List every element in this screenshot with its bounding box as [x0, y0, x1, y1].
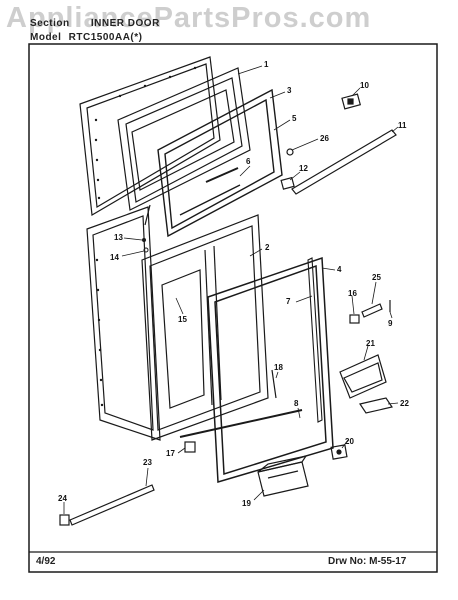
- upper-inner-liner: [117, 67, 251, 211]
- callout-8: 8: [294, 399, 299, 408]
- model-label: Model RTC1500AA(*): [30, 32, 142, 43]
- callout-22: 22: [400, 399, 409, 408]
- callout-2: 2: [265, 243, 270, 252]
- callout-14: 14: [110, 253, 119, 262]
- callout-labels: 1 2 3 4 5 6 7 8 9 10 11 12 13 14 15 16 1…: [58, 60, 409, 508]
- model-label-text: Model: [30, 32, 62, 43]
- part-17-clip: [184, 441, 196, 453]
- callout-10: 10: [360, 81, 369, 90]
- callout-9: 9: [388, 319, 393, 328]
- callout-17: 17: [166, 449, 175, 458]
- model-value: RTC1500AA(*): [68, 32, 143, 43]
- section-value: INNER DOOR: [90, 18, 160, 29]
- lower-inner-liner: [141, 214, 269, 441]
- watermark: AppliancePartsPros.com: [6, 2, 372, 34]
- callout-7: 7: [286, 297, 291, 306]
- lower-outer-panel: [86, 206, 161, 441]
- lower-door-gasket: [207, 256, 334, 483]
- part-25-trim: [361, 303, 383, 318]
- callout-13: 13: [114, 233, 123, 242]
- part-21-shelf: [339, 354, 387, 399]
- callout-1: 1: [264, 60, 269, 69]
- part-19-bin: [257, 455, 309, 497]
- callout-25: 25: [372, 273, 381, 282]
- callout-12: 12: [299, 164, 308, 173]
- part-16-cap: [349, 314, 360, 324]
- callout-24: 24: [58, 494, 67, 503]
- callout-3: 3: [287, 86, 292, 95]
- section-label-text: Section: [30, 18, 70, 29]
- callout-18: 18: [274, 363, 283, 372]
- callout-23: 23: [143, 458, 152, 467]
- callout-6: 6: [246, 157, 251, 166]
- part-22-bracket: [359, 397, 393, 414]
- part-26-screw: [286, 148, 294, 156]
- part-20-hinge: [330, 444, 348, 460]
- part-12-clip: [280, 176, 295, 190]
- footer-date: 4/92: [36, 556, 56, 567]
- part-24-cap: [59, 514, 70, 526]
- leader-lines: [63, 65, 399, 514]
- callout-11: 11: [398, 121, 407, 130]
- callout-21: 21: [366, 339, 375, 348]
- footer-drawing-number: Drw No: M-55-17: [328, 556, 407, 567]
- part-10-bracket: [341, 93, 362, 110]
- callout-4: 4: [337, 265, 342, 274]
- callout-19: 19: [242, 499, 251, 508]
- callout-5: 5: [292, 114, 297, 123]
- frame-border: [28, 43, 438, 573]
- callout-16: 16: [348, 289, 357, 298]
- section-label: Section INNER DOOR: [30, 18, 160, 29]
- callout-26: 26: [320, 134, 329, 143]
- part-23-strip: [69, 484, 155, 526]
- callout-15: 15: [178, 315, 187, 324]
- part-11-rail: [291, 129, 397, 195]
- upper-outer-panel: [79, 56, 221, 216]
- upper-door-gasket: [157, 88, 283, 238]
- callout-20: 20: [345, 437, 354, 446]
